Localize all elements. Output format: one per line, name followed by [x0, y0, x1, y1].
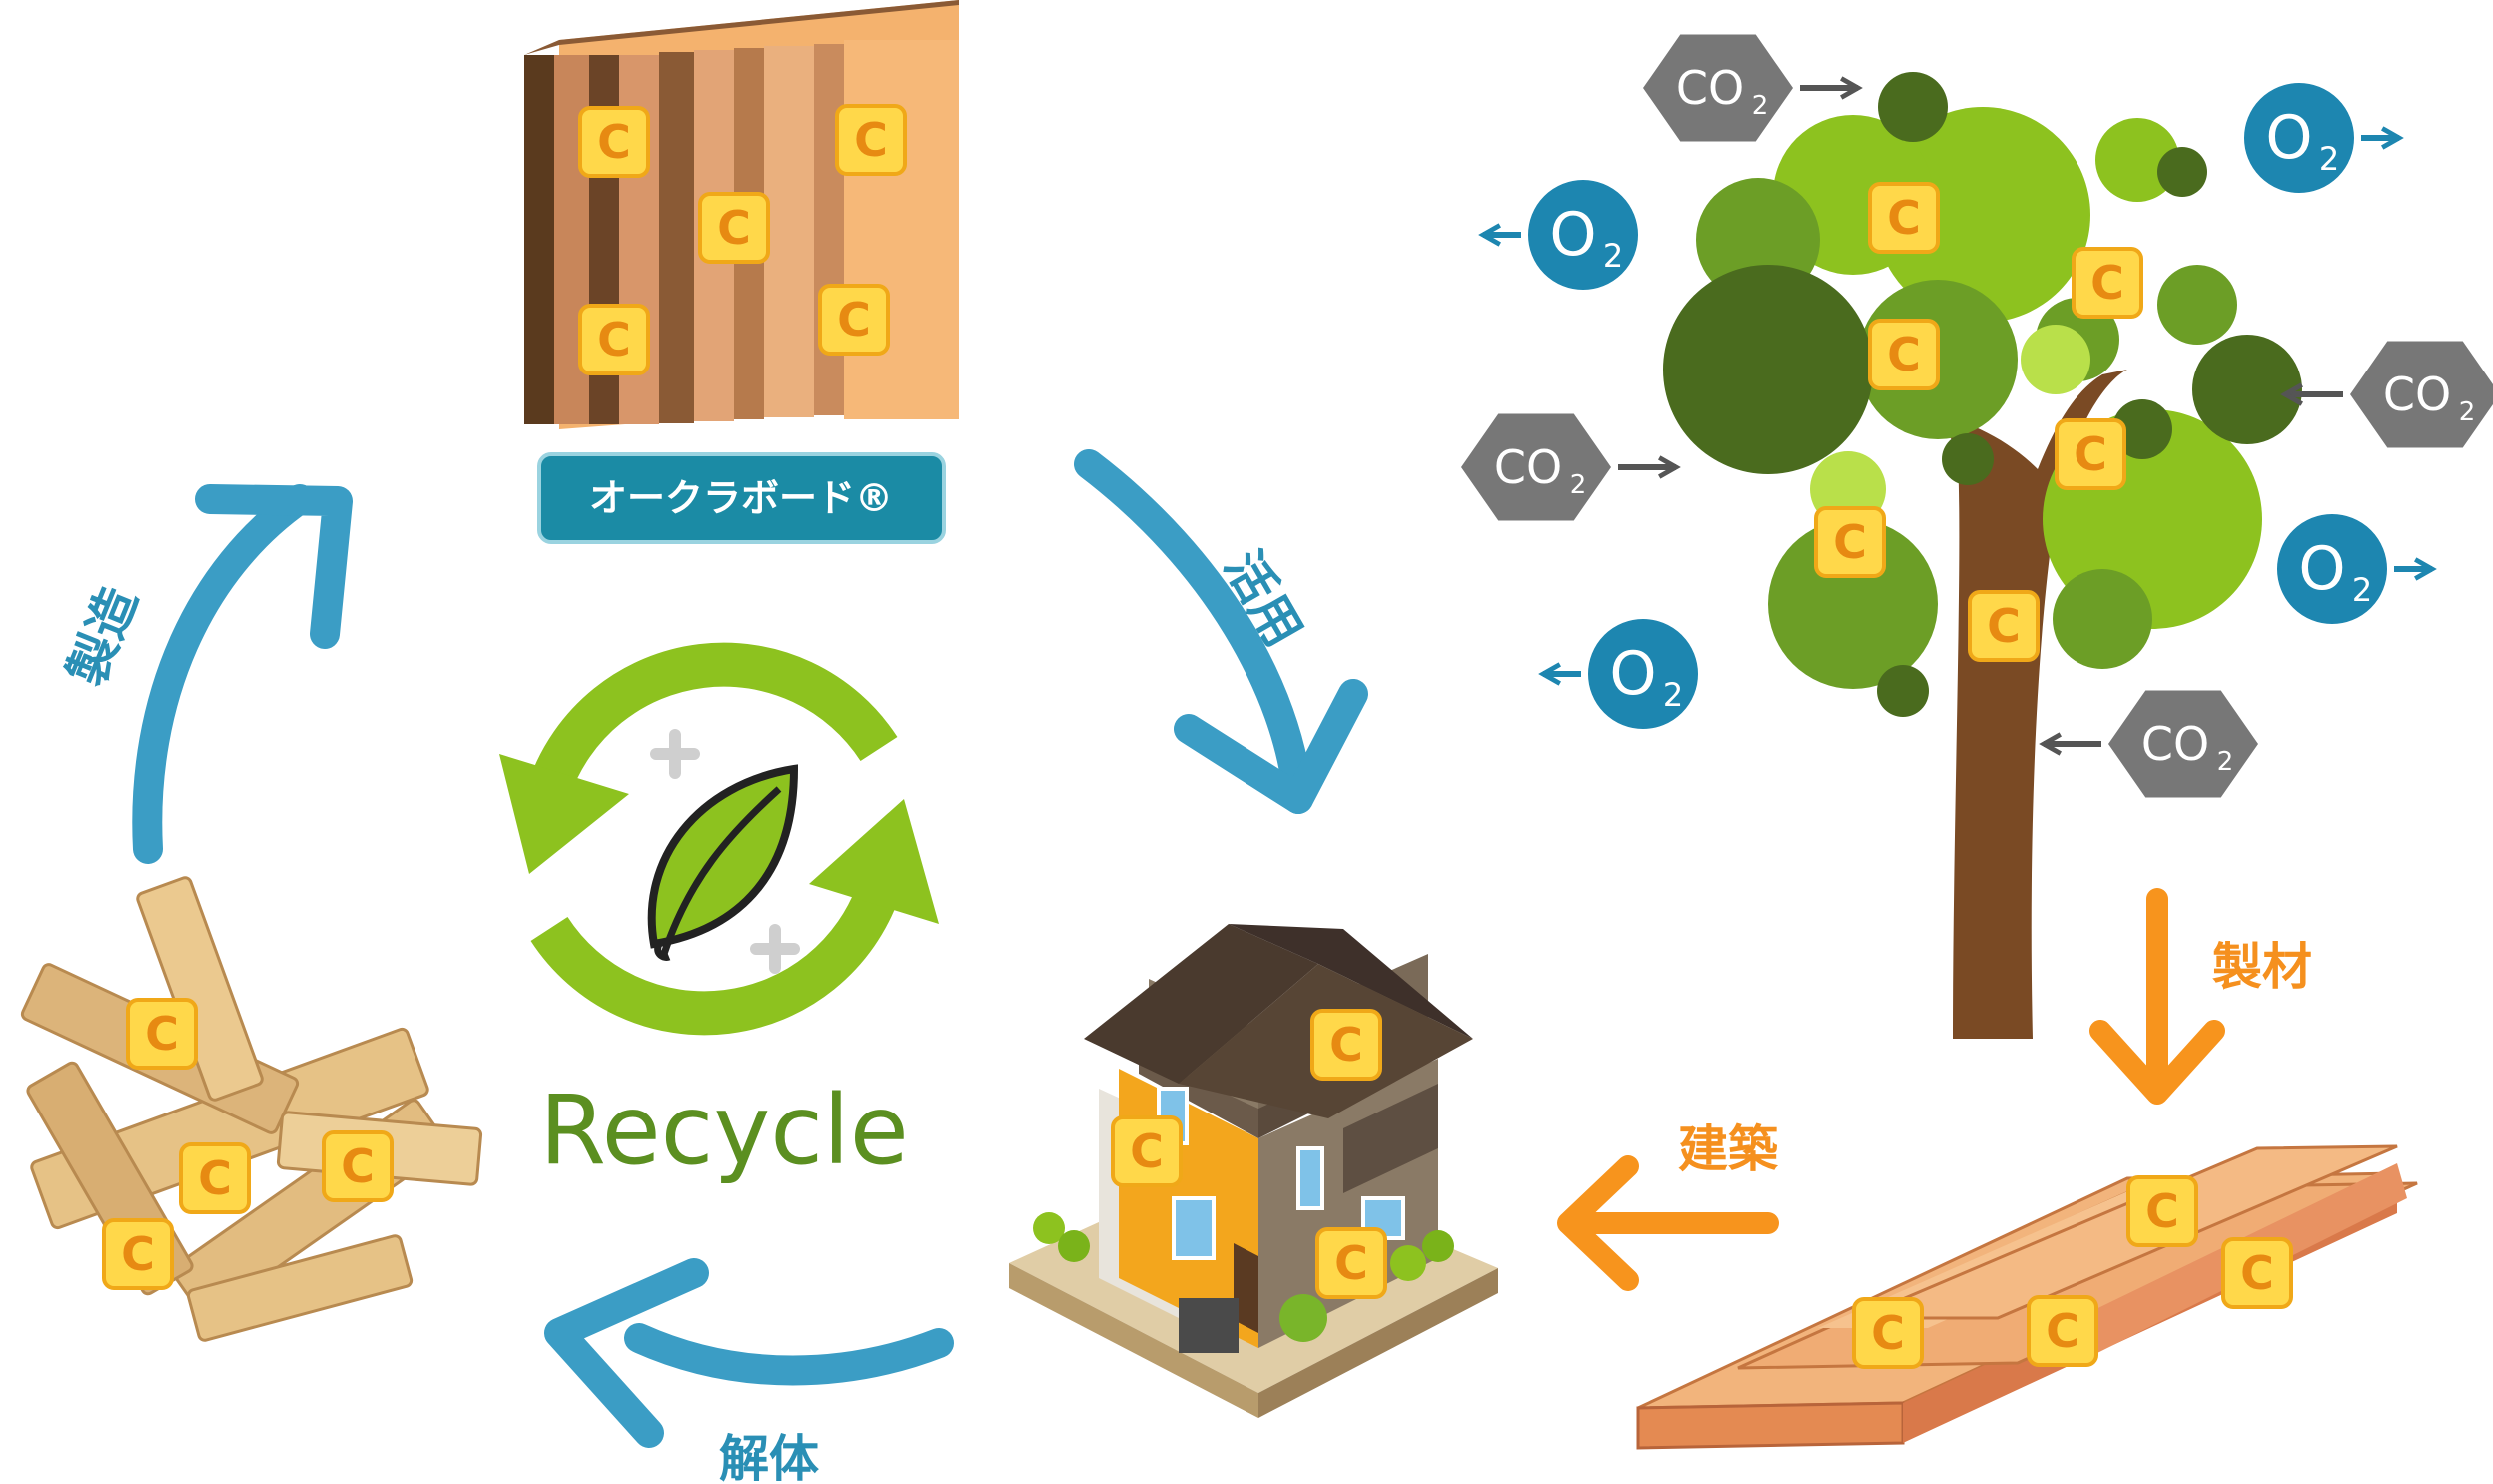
house-illustration: [1009, 924, 1498, 1418]
carbon-symbol: C: [1887, 191, 1921, 245]
label-construct: 建築: [1678, 1120, 1779, 1178]
svg-text:CO: CO: [1676, 61, 1744, 115]
arrow-demolish: [624, 1323, 954, 1386]
carbon-symbol: C: [597, 115, 631, 169]
leaf-icon: [647, 764, 799, 961]
process-arrows: [1557, 888, 2225, 1291]
carbon-markers-chips: C C C C: [102, 998, 394, 1290]
co2-badge: CO 2: [1640, 32, 1863, 144]
carbon-symbol: C: [121, 1227, 155, 1281]
carbon-markers-house: C C C: [1111, 1009, 1387, 1299]
lumber-illustration: [1636, 1144, 2418, 1450]
o2-badge: O 2: [2241, 80, 2404, 196]
carbon-symbol: C: [1987, 599, 2021, 653]
svg-text:2: 2: [2459, 397, 2476, 427]
arrow-demolish-head: [544, 1258, 709, 1448]
recycle-text: Recycle: [539, 1075, 909, 1186]
product-name-badge: オークラボード®: [537, 452, 946, 544]
svg-text:O: O: [1549, 200, 1596, 270]
svg-text:O: O: [2298, 534, 2345, 604]
carbon-symbol: C: [837, 293, 871, 347]
arrow-construct-head: [1557, 1155, 1639, 1291]
carbon-symbol: C: [1329, 1018, 1363, 1072]
svg-text:O: O: [1609, 639, 1656, 709]
label-manufacture: 製造: [57, 579, 148, 693]
wood-chips-illustration: [20, 876, 483, 1342]
o2-badge: O 2: [2274, 511, 2437, 627]
arrow-lumber-head: [2089, 1020, 2225, 1105]
carbon-symbol: C: [1130, 1124, 1164, 1178]
product-name-text: オークラボード®: [589, 476, 893, 520]
carbon-symbol: C: [145, 1007, 179, 1061]
co2-badge: CO 2: [2039, 688, 2261, 800]
carbon-symbol: C: [1334, 1236, 1368, 1290]
svg-text:2: 2: [2217, 747, 2234, 777]
svg-text:CO: CO: [2141, 717, 2209, 771]
carbon-symbol: C: [1871, 1306, 1905, 1360]
carbon-symbol: C: [717, 201, 751, 255]
co2-badges: CO 2 CO 2 CO 2 CO 2: [1458, 32, 2493, 800]
arrow-use: [1074, 449, 1313, 814]
carbon-symbol: C: [198, 1151, 232, 1205]
svg-text:2: 2: [1663, 676, 1683, 714]
svg-text:2: 2: [2319, 140, 2339, 178]
label-lumber: 製材: [2212, 938, 2312, 996]
arrow-manufacture: [132, 484, 315, 864]
svg-text:O: O: [2265, 103, 2312, 173]
carbon-symbol: C: [2145, 1184, 2179, 1238]
carbon-markers-tree: C C C C C C: [1814, 182, 2143, 662]
carbon-markers-lumber: C C C C: [1852, 1175, 2293, 1369]
label-demolish: 解体: [719, 1430, 819, 1484]
carbon-symbol: C: [1887, 328, 1921, 381]
sparkle-icon: [650, 729, 800, 974]
svg-text:2: 2: [1752, 91, 1769, 121]
arrow-manufacture-head: [195, 484, 353, 649]
carbon-symbol: C: [597, 313, 631, 367]
svg-text:2: 2: [2352, 571, 2372, 609]
arrow-use-head: [1174, 679, 1368, 814]
tree-illustration: [1663, 72, 2302, 1039]
co2-badge: CO 2: [2280, 339, 2493, 450]
svg-text:2: 2: [1570, 470, 1587, 500]
carbon-markers-board: C C C C C: [578, 104, 907, 375]
carbon-symbol: C: [1833, 515, 1867, 569]
carbon-symbol: C: [2240, 1246, 2274, 1300]
carbon-symbol: C: [854, 113, 888, 167]
cycle-arrows: [132, 449, 1368, 1448]
carbon-symbol: C: [2046, 1304, 2079, 1358]
o2-badge: O 2: [1478, 177, 1641, 293]
svg-text:CO: CO: [2383, 368, 2451, 421]
carbon-symbol: C: [2090, 256, 2124, 310]
o2-badges: O 2 O 2 O 2 O 2: [1478, 80, 2437, 732]
svg-text:CO: CO: [1494, 440, 1562, 494]
recycle-icon: [499, 642, 939, 1036]
o2-badge: O 2: [1538, 616, 1701, 732]
carbon-symbol: C: [341, 1139, 375, 1193]
carbon-symbol: C: [2074, 427, 2107, 481]
co2-badge: CO 2: [1458, 411, 1681, 523]
svg-text:2: 2: [1603, 237, 1623, 275]
